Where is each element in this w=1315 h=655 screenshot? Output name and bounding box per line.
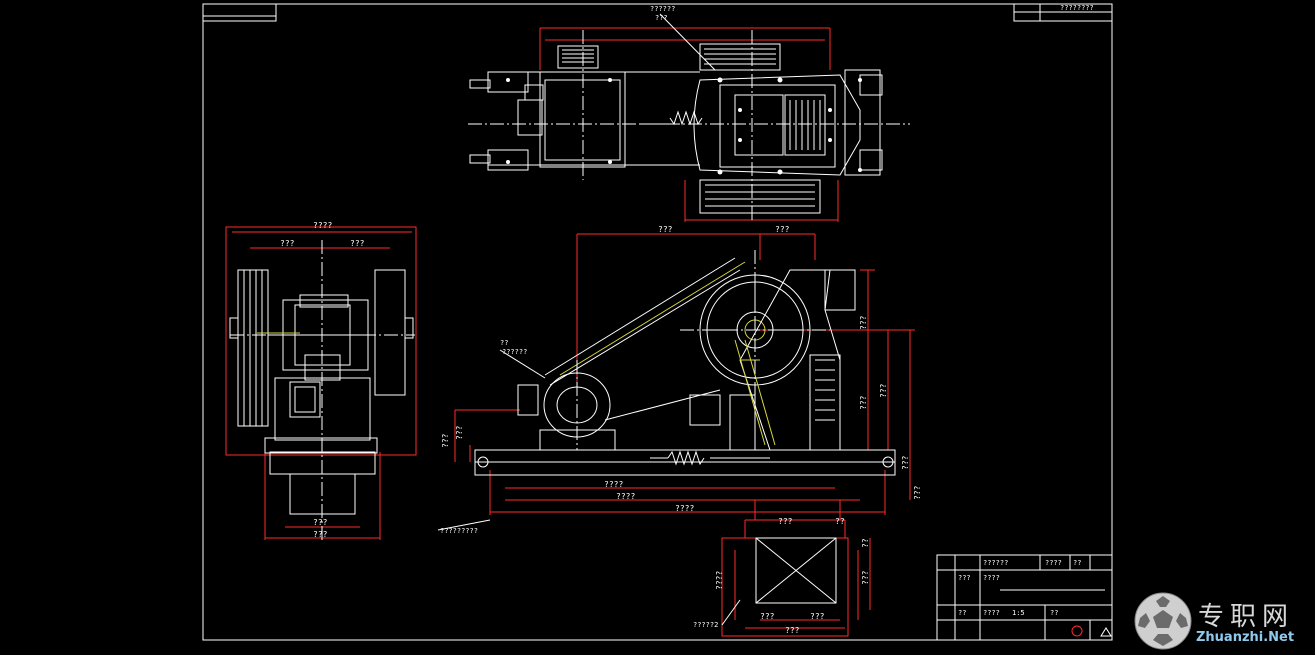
outlet-right-dim-a: ??? bbox=[861, 570, 870, 585]
side-right-dim-e: ??? bbox=[913, 485, 922, 500]
side-left-height-dim: ??? bbox=[455, 425, 464, 440]
outlet-bot-dim-a: ??? bbox=[760, 612, 775, 621]
side-right-dim-d: ??? bbox=[901, 455, 910, 470]
title-cell-4: ??? bbox=[958, 574, 971, 582]
title-cell-9: ?? bbox=[1050, 609, 1058, 617]
side-right-dim-b: ??? bbox=[859, 395, 868, 410]
end-overall-dim: ???? bbox=[313, 221, 332, 230]
side-height-dim: ??? bbox=[441, 433, 450, 448]
watermark-en: Zhuanzhi.Net bbox=[1196, 630, 1295, 645]
top-sub: ??? bbox=[655, 14, 668, 22]
side-top-dim-b: ??? bbox=[775, 225, 790, 234]
outlet-top-dim-a: ??? bbox=[778, 517, 793, 526]
end-dim-a: ??? bbox=[280, 239, 295, 248]
soccer-ball-icon bbox=[1134, 592, 1192, 650]
title-cell-5: ???? bbox=[983, 574, 1000, 582]
end-bottom-dim-a: ??? bbox=[313, 518, 328, 527]
left-label: ????????? bbox=[440, 527, 478, 535]
title-block bbox=[936, 554, 1113, 641]
title-cell-6: ?? bbox=[958, 609, 966, 617]
title-cell-3: ?? bbox=[1073, 559, 1081, 567]
outlet-view bbox=[721, 519, 871, 637]
title-cell-1: ?????? bbox=[983, 559, 1008, 567]
side-right-dim-c: ??? bbox=[879, 383, 888, 398]
top-right-code: ???????? bbox=[1060, 4, 1094, 12]
side-bot-dim-a: ???? bbox=[604, 480, 623, 489]
end-bottom-dim-b: ??? bbox=[313, 530, 328, 539]
top-label: ?????? bbox=[650, 5, 675, 13]
spring-sub: ?????? bbox=[502, 348, 527, 356]
title-cell-7: ???? bbox=[983, 609, 1000, 617]
side-bot-dim-b: ???? bbox=[616, 492, 635, 501]
spring-label: ?? bbox=[500, 339, 508, 347]
side-right-dim-a: ??? bbox=[859, 315, 868, 330]
outlet-top-dim-b: ?? bbox=[835, 517, 845, 526]
side-bot-dim-c: ???? bbox=[675, 504, 694, 513]
outlet-bot-dim-b: ??? bbox=[810, 612, 825, 621]
outlet-left-dim: ???? bbox=[715, 571, 724, 590]
title-cell-2: ???? bbox=[1045, 559, 1062, 567]
end-dim-b: ??? bbox=[350, 239, 365, 248]
plan-view bbox=[468, 13, 910, 222]
outlet-bot-dim-c: ??? bbox=[785, 626, 800, 635]
end-view bbox=[225, 226, 417, 540]
watermark-cn: 专职网 bbox=[1198, 602, 1295, 632]
bottom-label: ?????2 bbox=[693, 621, 718, 629]
outlet-right-dim-b: ?? bbox=[861, 538, 870, 548]
side-view bbox=[437, 233, 915, 531]
side-top-dim-a: ??? bbox=[658, 225, 673, 234]
title-cell-8: 1:5 bbox=[1012, 609, 1025, 617]
drawing-frame bbox=[202, 3, 1113, 641]
